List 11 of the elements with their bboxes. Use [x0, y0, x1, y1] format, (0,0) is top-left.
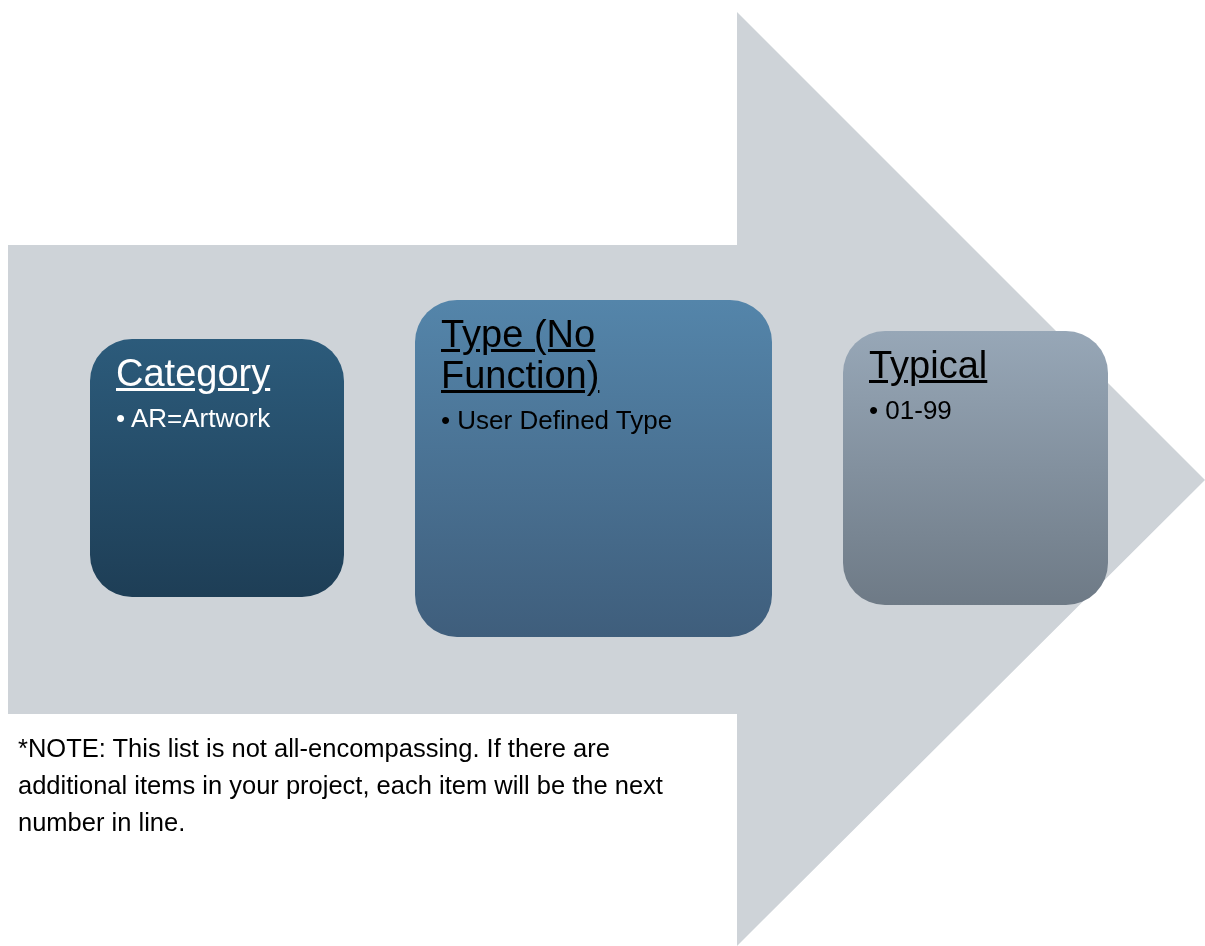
process-box	[90, 339, 344, 597]
list-item: • User Defined Type	[441, 404, 674, 436]
list-item: • AR=Artwork	[116, 402, 272, 434]
box-heading: Type (No Function)	[441, 314, 601, 396]
note-text: *NOTE: This list is not all-encompassing. If there are additional items in your project, each item will be the next number in line.	[18, 733, 664, 838]
background-arrow	[8, 12, 1205, 946]
box-heading: Typical	[869, 345, 989, 386]
list-item: • 01-99	[869, 394, 953, 426]
process-box	[843, 331, 1108, 605]
box-heading: Category	[116, 353, 272, 394]
process-box	[415, 300, 772, 637]
